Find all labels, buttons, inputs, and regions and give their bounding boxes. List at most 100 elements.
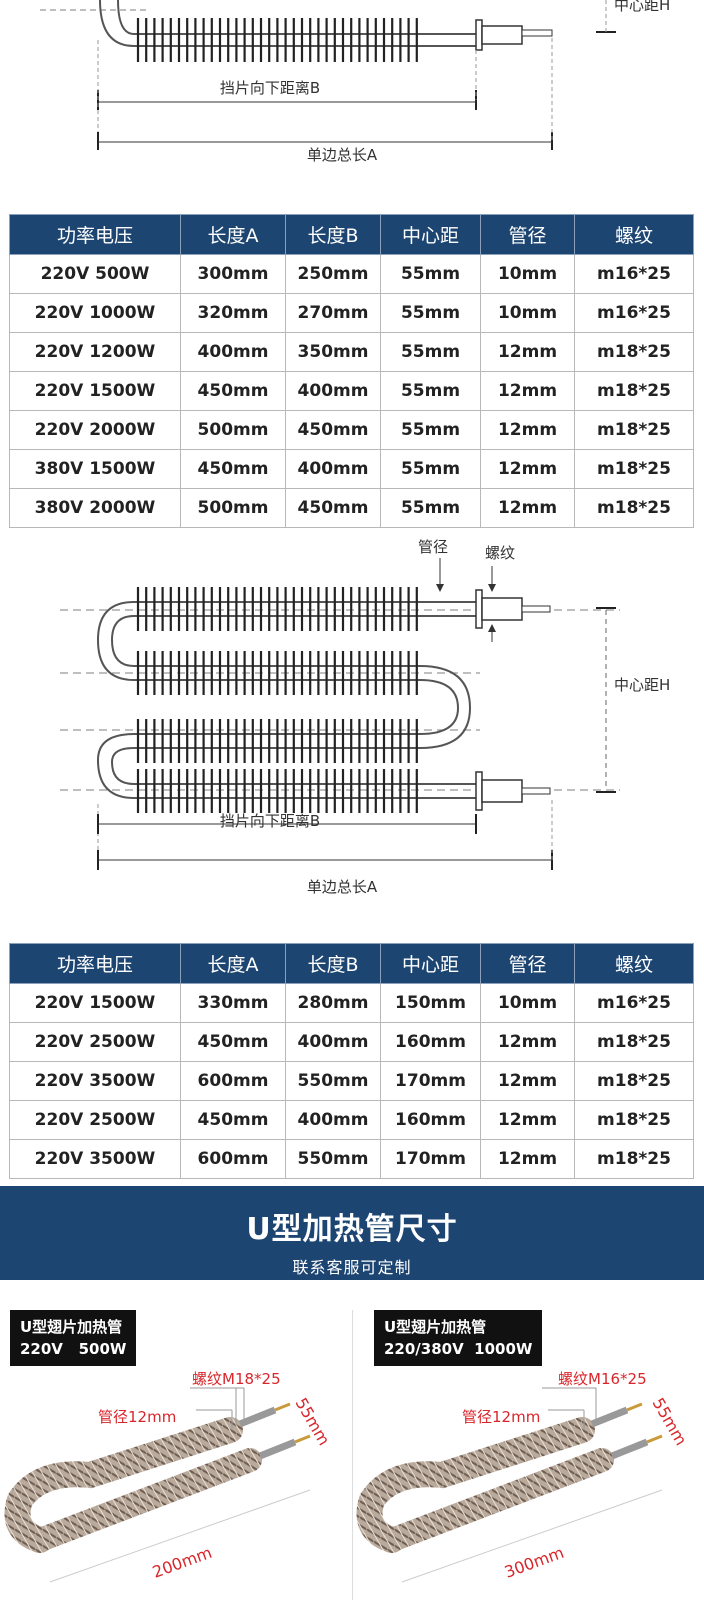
cell: 150mm — [380, 983, 481, 1023]
label-center-distance: 中心距H — [614, 0, 670, 14]
center-distance-callout: 55mm — [649, 1395, 691, 1449]
cell: 380V 1500W — [9, 449, 181, 489]
product-spec: 220/380V 1000W — [384, 1338, 532, 1360]
cell: 220V 2000W — [9, 410, 181, 450]
product-name: U型翅片加热管 — [384, 1318, 487, 1336]
cell: 12mm — [480, 410, 575, 450]
cell: 220V 2500W — [9, 1100, 181, 1140]
cell: m18*25 — [574, 371, 694, 411]
pipe-callout: 管径12mm — [462, 1408, 540, 1426]
cell: 10mm — [480, 983, 575, 1023]
product-power: 1000W — [474, 1340, 533, 1358]
cell: 500mm — [180, 410, 286, 450]
cell: 400mm — [180, 332, 286, 372]
label-distance-b: 挡片向下距离B — [220, 812, 320, 830]
column-header: 长度B — [285, 943, 381, 984]
cell: 300mm — [180, 254, 286, 294]
cell: 12mm — [480, 488, 575, 528]
column-header: 螺纹 — [574, 943, 694, 984]
cell: 450mm — [285, 410, 381, 450]
label-thread: 螺纹 — [485, 544, 515, 562]
cell: 12mm — [480, 371, 575, 411]
cell: 220V 1500W — [9, 371, 181, 411]
banner-title: U型加热管尺寸 — [246, 1212, 458, 1247]
cell: 55mm — [380, 371, 481, 411]
cell: 600mm — [180, 1061, 286, 1101]
cell: 550mm — [285, 1061, 381, 1101]
column-header: 管径 — [480, 214, 575, 255]
cell: m18*25 — [574, 332, 694, 372]
cell: 55mm — [380, 410, 481, 450]
cell: 10mm — [480, 293, 575, 333]
cell: 220V 2500W — [9, 1022, 181, 1062]
table-header-row: 功率电压 长度A 长度B 中心距 管径 螺纹 — [9, 943, 694, 984]
cell: 400mm — [285, 371, 381, 411]
cell: 600mm — [180, 1139, 286, 1179]
cell: 450mm — [285, 488, 381, 528]
cell: 55mm — [380, 332, 481, 372]
label-total-length-a: 单边总长A — [307, 146, 378, 164]
cell: 12mm — [480, 1061, 575, 1101]
column-header: 中心距 — [380, 214, 481, 255]
column-header: 中心距 — [380, 943, 481, 984]
product-spec: 220V 500W — [20, 1338, 126, 1360]
cell: 450mm — [180, 1022, 286, 1062]
cell: 330mm — [180, 983, 286, 1023]
cell: 10mm — [480, 254, 575, 294]
cell: 220V 3500W — [9, 1139, 181, 1179]
cell: m18*25 — [574, 488, 694, 528]
cell: 400mm — [285, 449, 381, 489]
cell: 55mm — [380, 488, 481, 528]
thread-callout: 螺纹M16*25 — [558, 1370, 647, 1388]
cell: 220V 500W — [9, 254, 181, 294]
label-total-length-a: 单边总长A — [307, 878, 378, 896]
column-header: 长度A — [180, 943, 286, 984]
product-label-2: U型翅片加热管 220/380V 1000W — [374, 1310, 543, 1366]
column-header: 管径 — [480, 943, 575, 984]
column-header: 功率电压 — [9, 214, 181, 255]
cell: 450mm — [180, 449, 286, 489]
product-photo-2: 螺纹M16*25 管径12mm 55mm 300mm — [356, 1370, 691, 1583]
cell: 12mm — [480, 1139, 575, 1179]
cell: 450mm — [180, 371, 286, 411]
cell: 12mm — [480, 332, 575, 372]
cell: 12mm — [480, 449, 575, 489]
column-header: 长度B — [285, 214, 381, 255]
cell: 320mm — [180, 293, 286, 333]
product-photo-1: 螺纹M18*25 管径12mm 55mm 200mm — [4, 1370, 334, 1583]
cell: m18*25 — [574, 410, 694, 450]
cell: 160mm — [380, 1100, 481, 1140]
cell: 380V 2000W — [9, 488, 181, 528]
cell: 280mm — [285, 983, 381, 1023]
cell: 170mm — [380, 1139, 481, 1179]
cell: 55mm — [380, 254, 481, 294]
pipe-callout: 管径12mm — [98, 1408, 176, 1426]
cell: 170mm — [380, 1061, 481, 1101]
length-callout: 300mm — [502, 1543, 566, 1582]
cell: 220V 1000W — [9, 293, 181, 333]
thread-callout: 螺纹M18*25 — [192, 1370, 281, 1388]
cell: 400mm — [285, 1022, 381, 1062]
cell: 55mm — [380, 449, 481, 489]
length-callout: 200mm — [150, 1543, 214, 1582]
cell: 550mm — [285, 1139, 381, 1179]
product-power: 500W — [78, 1340, 127, 1358]
cell: m18*25 — [574, 1061, 694, 1101]
column-header: 长度A — [180, 214, 286, 255]
product-label-1: U型翅片加热管 220V 500W — [10, 1310, 137, 1366]
label-center-distance: 中心距H — [614, 676, 670, 694]
cell: 220V 1200W — [9, 332, 181, 372]
cell: 400mm — [285, 1100, 381, 1140]
cell: 270mm — [285, 293, 381, 333]
